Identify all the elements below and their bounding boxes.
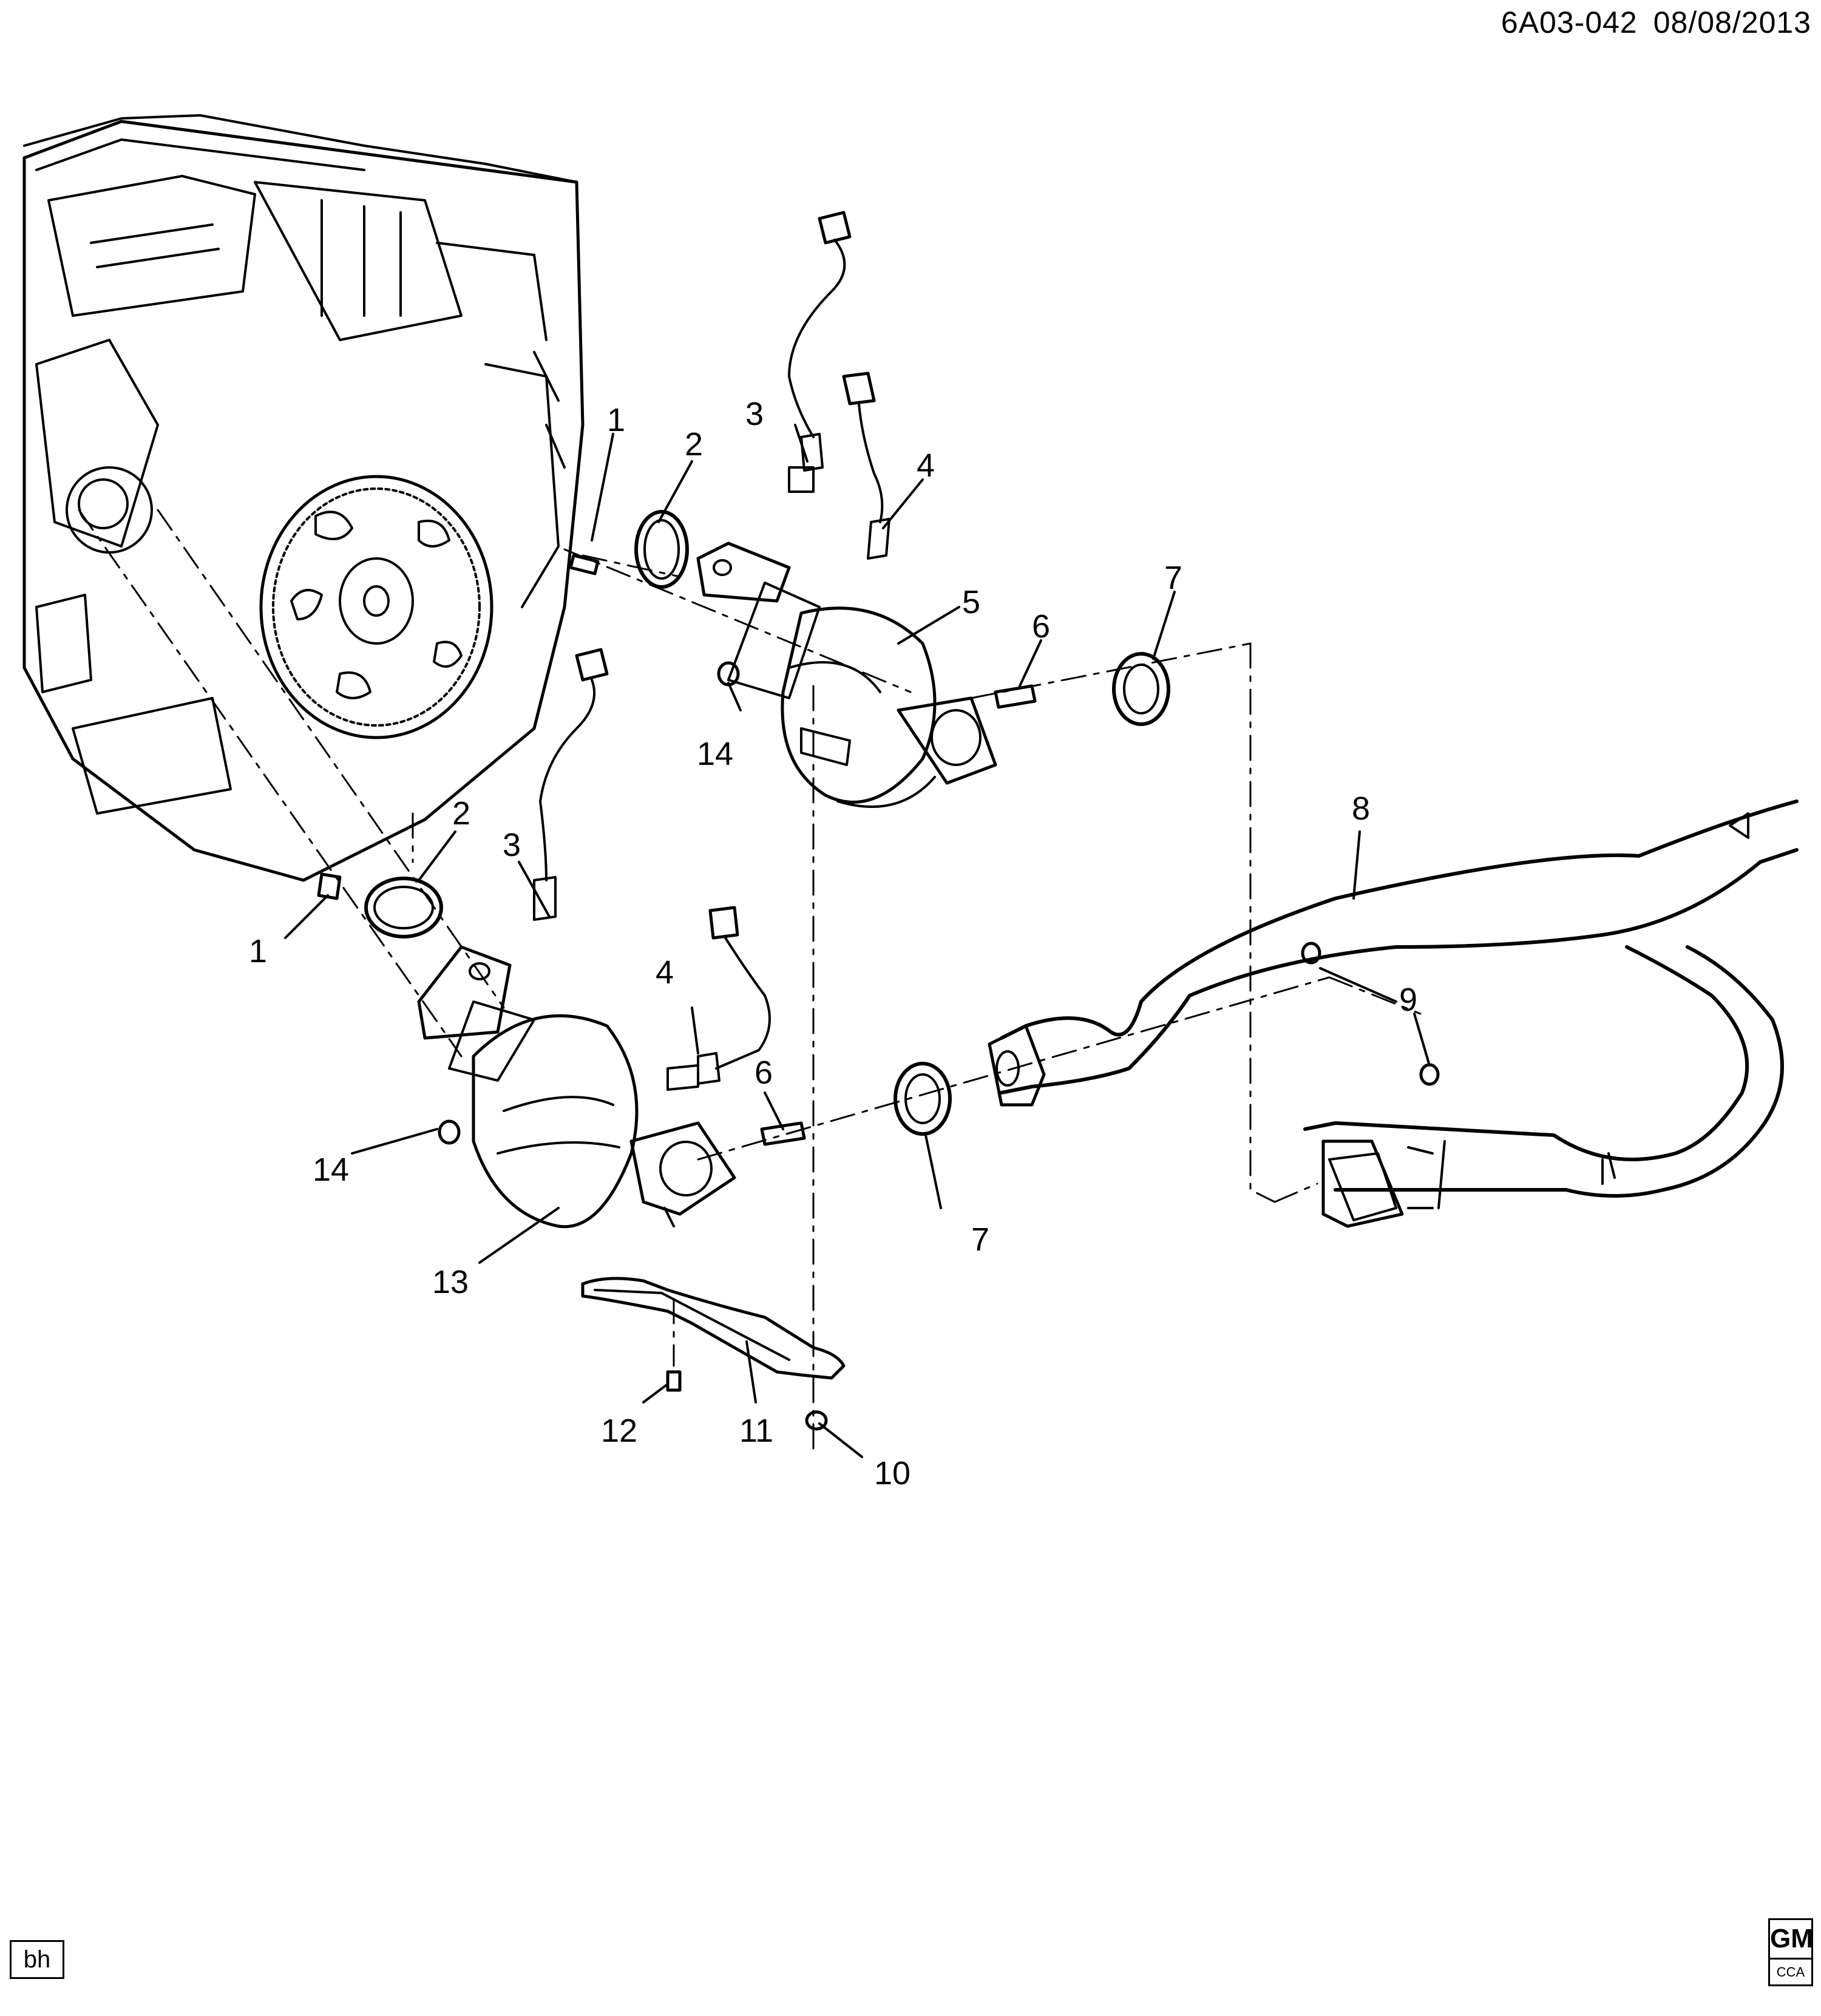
- callout-6-lower: 6: [755, 1054, 773, 1091]
- callout-14-lower: 14: [313, 1152, 349, 1188]
- flywheel: [259, 475, 493, 739]
- callout-14-upper: 14: [697, 736, 733, 772]
- gm-logo-text: GM: [1770, 1924, 1813, 1953]
- callout-1-upper: 1: [607, 402, 625, 438]
- gaskets-and-fasteners: [317, 510, 1440, 1431]
- callout-4-upper: 4: [917, 447, 935, 484]
- diagram-code-header: 6A03-042 08/08/2013: [1485, 5, 1811, 40]
- diagram-date: 08/08/2013: [1653, 5, 1811, 39]
- exhaust-pipe: [988, 799, 1799, 1228]
- callout-11: 11: [739, 1413, 773, 1449]
- gm-logo-subtext: CCA: [1770, 1958, 1811, 1985]
- callout-2-lower: 2: [452, 795, 470, 832]
- callout-13: 13: [432, 1264, 469, 1300]
- callout-4-lower: 4: [656, 954, 674, 991]
- callout-9: 9: [1399, 982, 1417, 1018]
- diagram-code: 6A03-042: [1501, 5, 1638, 39]
- callout-3-upper: 3: [745, 396, 764, 432]
- callout-1-lower: 1: [249, 933, 267, 969]
- callout-5: 5: [962, 584, 980, 620]
- callout-6-upper: 6: [1032, 608, 1050, 645]
- callout-numbers: 1 2 3 4 5 6 7 14 8 2 3 1 4 6 9 14 7 13 1…: [249, 396, 1417, 1492]
- callout-7-lower: 7: [971, 1221, 989, 1258]
- gm-logo: GM CCA: [1768, 1918, 1813, 1986]
- assembly-centerlines: [78, 509, 1422, 1458]
- catalytic-converter-left-bank: [417, 945, 736, 1229]
- drafter-initials: bh: [23, 1946, 51, 1973]
- drafter-initials-box: bh: [10, 1940, 64, 1979]
- callout-10: 10: [874, 1455, 910, 1492]
- catalytic-converter-right-bank: [696, 541, 997, 808]
- engine-block-illustration: [22, 114, 585, 882]
- oxygen-sensors: [533, 211, 890, 1091]
- callout-7-upper: 7: [1164, 560, 1182, 596]
- callout-3-lower: 3: [503, 827, 521, 863]
- callout-12: 12: [601, 1413, 637, 1449]
- callout-leader-lines: [284, 424, 1431, 1458]
- catalytic-converter-bracket: [581, 1277, 846, 1380]
- callout-8: 8: [1352, 790, 1370, 827]
- callout-2-upper: 2: [685, 426, 703, 463]
